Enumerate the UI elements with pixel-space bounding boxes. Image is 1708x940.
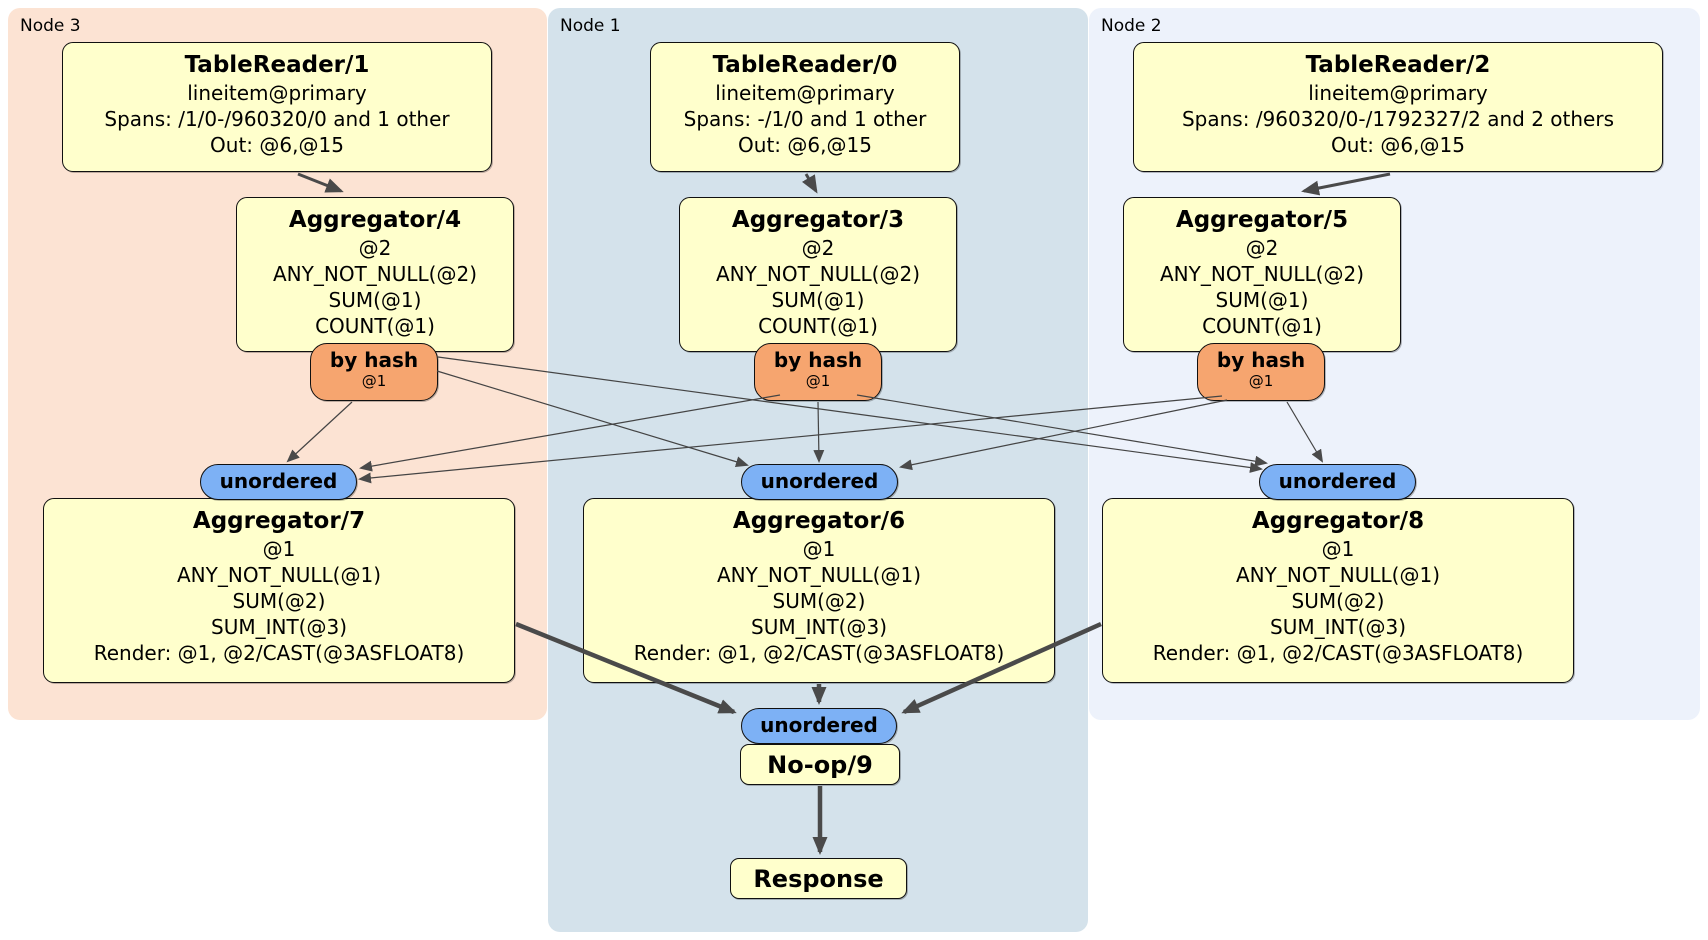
processor-line: Spans: /1/0-/960320/0 and 1 other xyxy=(104,107,450,131)
processor-line: lineitem@primary xyxy=(187,81,367,105)
processor-line: Out: @6,@15 xyxy=(1331,133,1465,157)
sync-label: unordered xyxy=(760,469,879,493)
processor-line: ANY_NOT_NULL(@2) xyxy=(1160,262,1364,286)
processor-line: COUNT(@1) xyxy=(1202,314,1322,338)
processor-line: ANY_NOT_NULL(@2) xyxy=(273,262,477,286)
processor-aggregator-8: Aggregator/8 @1 ANY_NOT_NULL(@1) SUM(@2)… xyxy=(1102,498,1574,683)
sync-unordered-right: unordered xyxy=(1259,464,1416,500)
router-sub: @1 xyxy=(1248,372,1274,390)
processor-tablereader-1: TableReader/1 lineitem@primary Spans: /1… xyxy=(62,42,492,172)
router-sub: @1 xyxy=(805,372,831,390)
region-node2-label: Node 2 xyxy=(1101,16,1162,36)
processor-line: ANY_NOT_NULL(@1) xyxy=(717,563,921,587)
processor-line: ANY_NOT_NULL(@2) xyxy=(716,262,920,286)
sync-label: unordered xyxy=(1278,469,1397,493)
router-label: by hash xyxy=(1216,348,1306,372)
router-sub: @1 xyxy=(361,372,387,390)
processor-title: Aggregator/8 xyxy=(1251,508,1425,534)
processor-line: @2 xyxy=(801,236,835,260)
processor-noop-9: No-op/9 xyxy=(740,744,900,785)
processor-line: SUM(@2) xyxy=(232,589,326,613)
processor-line: SUM(@1) xyxy=(328,288,422,312)
processor-line: Out: @6,@15 xyxy=(210,133,344,157)
processor-title: Aggregator/3 xyxy=(731,207,905,233)
processor-line: Render: @1, @2/CAST(@3ASFLOAT8) xyxy=(93,641,465,665)
processor-line: SUM(@2) xyxy=(1291,589,1385,613)
processor-line: Render: @1, @2/CAST(@3ASFLOAT8) xyxy=(633,641,1005,665)
processor-aggregator-3: Aggregator/3 @2 ANY_NOT_NULL(@2) SUM(@1)… xyxy=(679,197,957,352)
processor-line: SUM(@2) xyxy=(772,589,866,613)
processor-title: Response xyxy=(753,865,884,893)
processor-line: @1 xyxy=(802,537,836,561)
region-node3-label: Node 3 xyxy=(20,16,81,36)
processor-line: lineitem@primary xyxy=(715,81,895,105)
processor-line: Spans: /960320/0-/1792327/2 and 2 others xyxy=(1181,107,1614,131)
processor-line: @1 xyxy=(262,537,296,561)
processor-line: Out: @6,@15 xyxy=(738,133,872,157)
processor-tablereader-2: TableReader/2 lineitem@primary Spans: /9… xyxy=(1133,42,1663,172)
processor-aggregator-7: Aggregator/7 @1 ANY_NOT_NULL(@1) SUM(@2)… xyxy=(43,498,515,683)
router-label: by hash xyxy=(329,348,419,372)
processor-title: TableReader/1 xyxy=(184,52,370,78)
sync-unordered-left: unordered xyxy=(200,464,357,500)
processor-title: TableReader/0 xyxy=(712,52,898,78)
processor-title: Aggregator/5 xyxy=(1175,207,1349,233)
processor-line: SUM_INT(@3) xyxy=(211,615,347,639)
processor-line: SUM(@1) xyxy=(771,288,865,312)
response-box: Response xyxy=(730,858,907,899)
processor-line: @2 xyxy=(358,236,392,260)
processor-title: TableReader/2 xyxy=(1305,52,1491,78)
processor-line: @2 xyxy=(1245,236,1279,260)
processor-aggregator-6: Aggregator/6 @1 ANY_NOT_NULL(@1) SUM(@2)… xyxy=(583,498,1055,683)
processor-title: Aggregator/4 xyxy=(288,207,462,233)
processor-line: SUM_INT(@3) xyxy=(751,615,887,639)
processor-line: lineitem@primary xyxy=(1308,81,1488,105)
processor-line: COUNT(@1) xyxy=(315,314,435,338)
sync-label: unordered xyxy=(219,469,338,493)
router-by-hash-left: by hash @1 xyxy=(310,343,438,401)
sync-unordered-middle: unordered xyxy=(741,464,898,500)
router-by-hash-middle: by hash @1 xyxy=(754,343,882,401)
processor-line: Spans: -/1/0 and 1 other xyxy=(683,107,927,131)
processor-line: SUM_INT(@3) xyxy=(1270,615,1406,639)
processor-line: ANY_NOT_NULL(@1) xyxy=(1236,563,1440,587)
processor-title: Aggregator/6 xyxy=(732,508,906,534)
processor-line: SUM(@1) xyxy=(1215,288,1309,312)
processor-aggregator-4: Aggregator/4 @2 ANY_NOT_NULL(@2) SUM(@1)… xyxy=(236,197,514,352)
processor-title: No-op/9 xyxy=(767,751,873,779)
processor-line: Render: @1, @2/CAST(@3ASFLOAT8) xyxy=(1152,641,1524,665)
processor-tablereader-0: TableReader/0 lineitem@primary Spans: -/… xyxy=(650,42,960,172)
sync-label: unordered xyxy=(760,713,878,737)
processor-line: COUNT(@1) xyxy=(758,314,878,338)
processor-line: ANY_NOT_NULL(@1) xyxy=(177,563,381,587)
processor-line: @1 xyxy=(1321,537,1355,561)
sync-unordered-final: unordered xyxy=(741,708,897,744)
region-node1-label: Node 1 xyxy=(560,16,621,36)
router-label: by hash xyxy=(773,348,863,372)
processor-aggregator-5: Aggregator/5 @2 ANY_NOT_NULL(@2) SUM(@1)… xyxy=(1123,197,1401,352)
processor-title: Aggregator/7 xyxy=(192,508,366,534)
router-by-hash-right: by hash @1 xyxy=(1197,343,1325,401)
